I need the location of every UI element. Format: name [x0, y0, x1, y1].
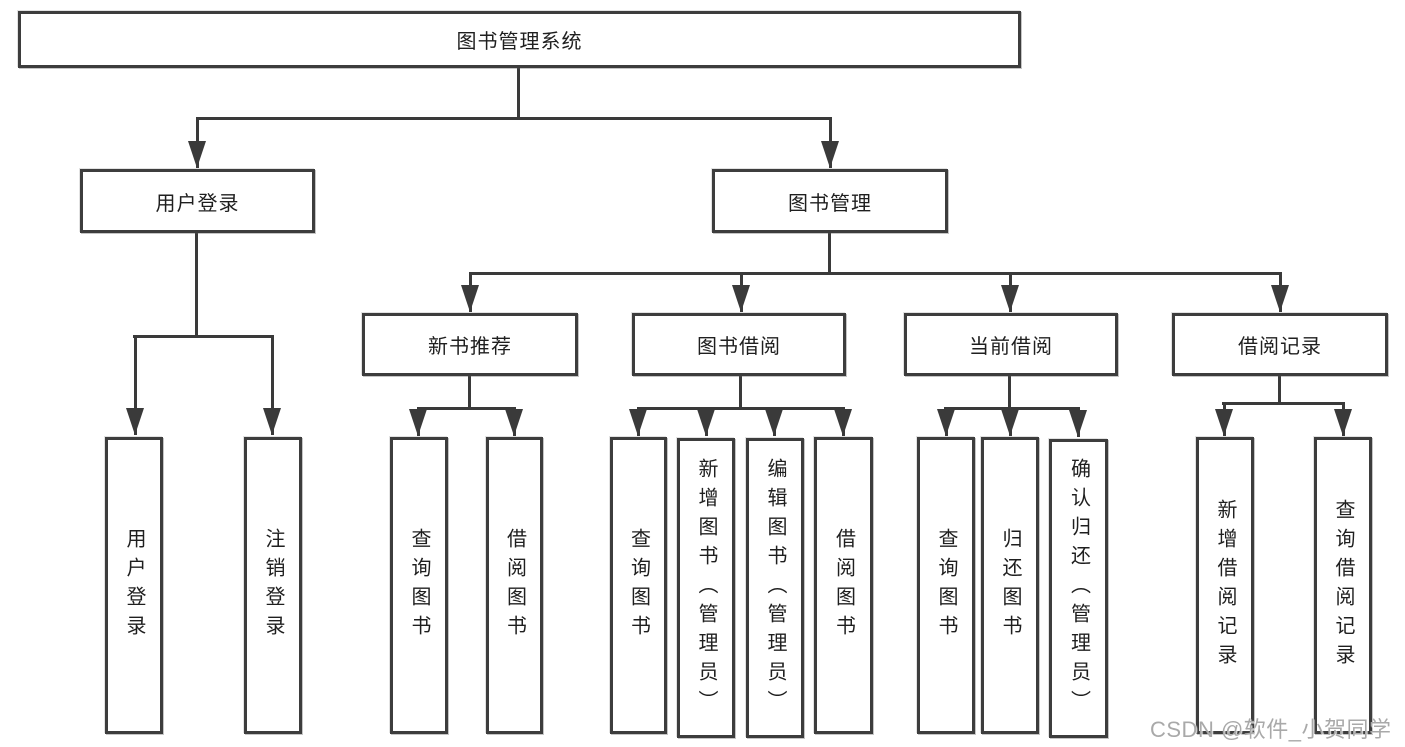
connector-line: [517, 66, 520, 120]
node-leaf-return-books: 归还图书: [981, 437, 1039, 734]
arrow-down-icon: [834, 407, 852, 436]
arrow-down-icon: [1001, 272, 1019, 312]
arrow-down-icon: [1001, 407, 1019, 436]
node-leaf-borrow-books-2: 借阅图书: [814, 437, 873, 734]
arrow-down-icon: [188, 117, 206, 168]
arrow-down-icon: [765, 407, 783, 436]
node-leaf-query-borrow-record: 查询借阅记录: [1314, 437, 1372, 734]
connector-line: [469, 272, 1282, 275]
connector-line: [1222, 402, 1345, 405]
arrow-down-icon: [732, 272, 750, 312]
node-current-borrow: 当前借阅: [904, 313, 1118, 376]
arrow-down-icon: [409, 407, 427, 436]
node-leaf-user-login: 用户登录: [105, 437, 163, 734]
connector-line: [1008, 376, 1011, 410]
arrow-down-icon: [1069, 407, 1087, 437]
arrow-down-icon: [937, 407, 955, 436]
node-leaf-query-books-2: 查询图书: [610, 437, 667, 734]
connector-line: [417, 407, 516, 410]
arrow-down-icon: [126, 335, 144, 435]
connector-line: [828, 233, 831, 275]
node-label: 查询图书: [408, 527, 430, 644]
arrow-down-icon: [1334, 402, 1352, 436]
node-label: 新增图书（管理员）: [695, 457, 717, 719]
node-leaf-add-books-admin: 新增图书（管理员）: [677, 438, 735, 738]
node-new-book-recommend: 新书推荐: [362, 313, 578, 376]
node-label: 用户登录: [123, 527, 145, 644]
arrow-down-icon: [629, 407, 647, 436]
node-leaf-borrow-books-1: 借阅图书: [486, 437, 543, 734]
arrow-down-icon: [263, 335, 281, 435]
node-label: 借阅图书: [503, 527, 526, 644]
arrow-down-icon: [461, 272, 479, 312]
node-borrow-record: 借阅记录: [1172, 313, 1388, 376]
connector-line: [1278, 376, 1281, 405]
arrow-down-icon: [505, 407, 523, 436]
connector-line: [739, 376, 742, 410]
arrow-down-icon: [1271, 272, 1289, 312]
node-user-login: 用户登录: [80, 169, 315, 233]
node-label: 查询借阅记录: [1332, 498, 1354, 673]
arrow-down-icon: [821, 117, 839, 168]
connector-line: [133, 335, 274, 338]
node-label: 图书管理系统: [456, 31, 583, 53]
node-label: 新增借阅记录: [1214, 498, 1236, 673]
node-label: 用户登录: [155, 192, 240, 215]
node-leaf-confirm-return-admin: 确认归还（管理员）: [1049, 439, 1108, 738]
node-book-management: 图书管理: [712, 169, 948, 233]
node-label: 编辑图书（管理员）: [764, 457, 786, 719]
node-label: 归还图书: [999, 527, 1021, 644]
node-leaf-add-borrow-record: 新增借阅记录: [1196, 437, 1254, 734]
connector-line: [196, 117, 832, 120]
node-label: 查询图书: [627, 527, 650, 644]
csdn-watermark: CSDN @软件_小贺同学: [1150, 717, 1392, 742]
node-label: 查询图书: [935, 527, 957, 644]
node-leaf-edit-books-admin: 编辑图书（管理员）: [746, 438, 804, 738]
node-leaf-query-books-1: 查询图书: [390, 437, 448, 734]
node-leaf-query-books-3: 查询图书: [917, 437, 975, 734]
node-book-borrow: 图书借阅: [632, 313, 846, 376]
connector-line: [468, 376, 471, 410]
node-label: 新书推荐: [428, 336, 512, 358]
node-label: 图书管理: [788, 192, 872, 215]
node-label: 借阅记录: [1238, 336, 1322, 358]
arrow-down-icon: [1215, 402, 1233, 436]
node-label: 注销登录: [262, 527, 284, 644]
node-library-system: 图书管理系统: [18, 11, 1021, 68]
node-leaf-logout: 注销登录: [244, 437, 302, 734]
node-label: 确认归还（管理员）: [1067, 458, 1090, 719]
node-label: 图书借阅: [697, 336, 781, 358]
node-label: 当前借阅: [969, 336, 1053, 358]
connector-line: [637, 407, 845, 410]
node-label: 借阅图书: [832, 527, 855, 644]
arrow-down-icon: [697, 407, 715, 436]
connector-line: [195, 233, 198, 338]
